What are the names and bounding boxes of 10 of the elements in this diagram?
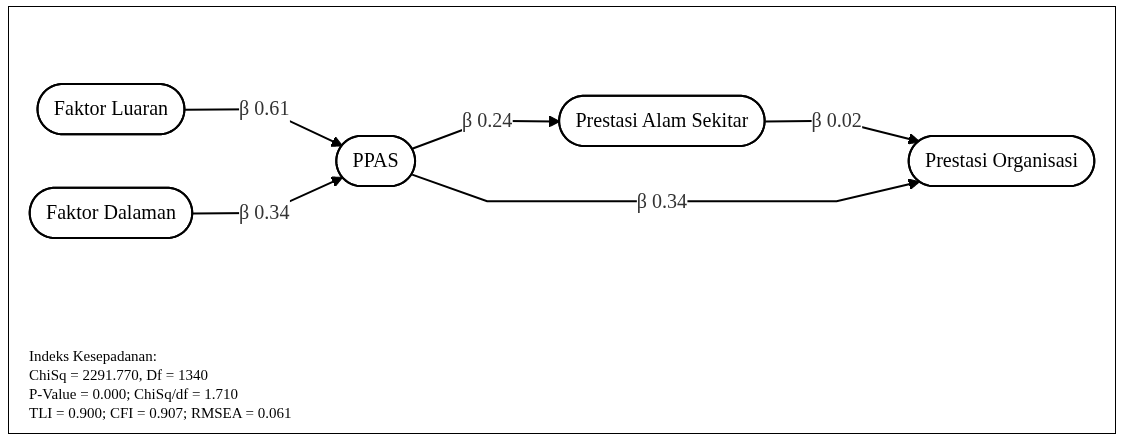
fit-index-note: ChiSq = 2291.770, Df = 1340 (29, 366, 209, 385)
edge-label: β 0.34 (239, 201, 290, 224)
fit-index-note: TLI = 0.900; CFI = 0.907; RMSEA = 0.061 (29, 404, 292, 423)
fit-index-note: P-Value = 0.000; ChiSq/df = 1.710 (29, 385, 239, 404)
fit-index-note: Indeks Kesepadanan: (29, 347, 158, 366)
edge-label: β 0.34 (636, 190, 688, 212)
edge-label: β 0.24 (461, 109, 513, 132)
arrow (411, 173, 920, 203)
edge-label: β 0.61 (239, 98, 290, 120)
edge-label: β 0.02 (811, 109, 862, 132)
